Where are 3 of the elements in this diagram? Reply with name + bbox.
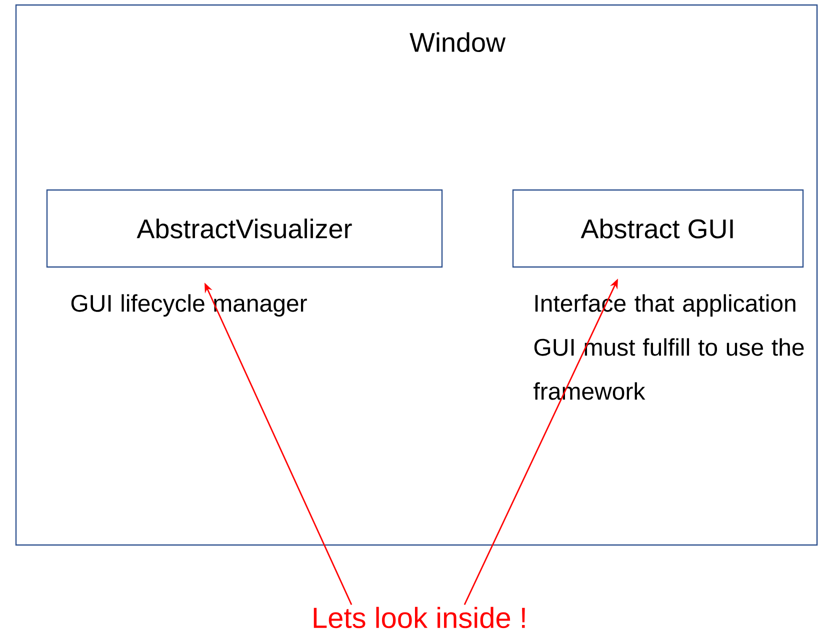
class-box: Abstract GUI: [512, 189, 804, 268]
class-box: AbstractVisualizer: [46, 189, 443, 268]
callout-text: Lets look inside !: [314, 606, 525, 628]
